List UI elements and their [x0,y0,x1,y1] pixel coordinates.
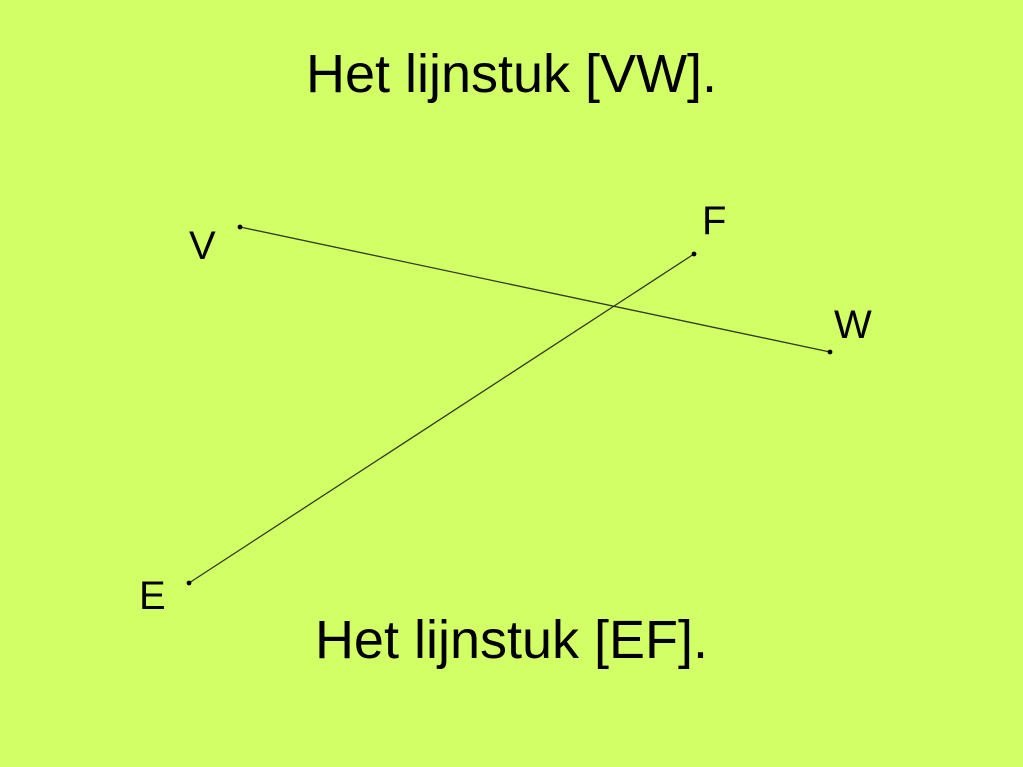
point-f-dot [691,251,697,257]
point-w-dot [827,349,833,355]
point-w-label: W [834,303,872,347]
point-v-dot [237,224,243,230]
segment-vw [239,226,831,353]
point-v-label: V [189,224,216,268]
point-e-label: E [139,574,166,618]
title-segment-vw: Het lijnstuk [VW]. [305,44,718,104]
title-segment-ef: Het lijnstuk [EF]. [314,610,709,670]
point-e-dot [186,580,192,586]
segment-ef [188,253,695,584]
point-f-label: F [702,199,726,243]
